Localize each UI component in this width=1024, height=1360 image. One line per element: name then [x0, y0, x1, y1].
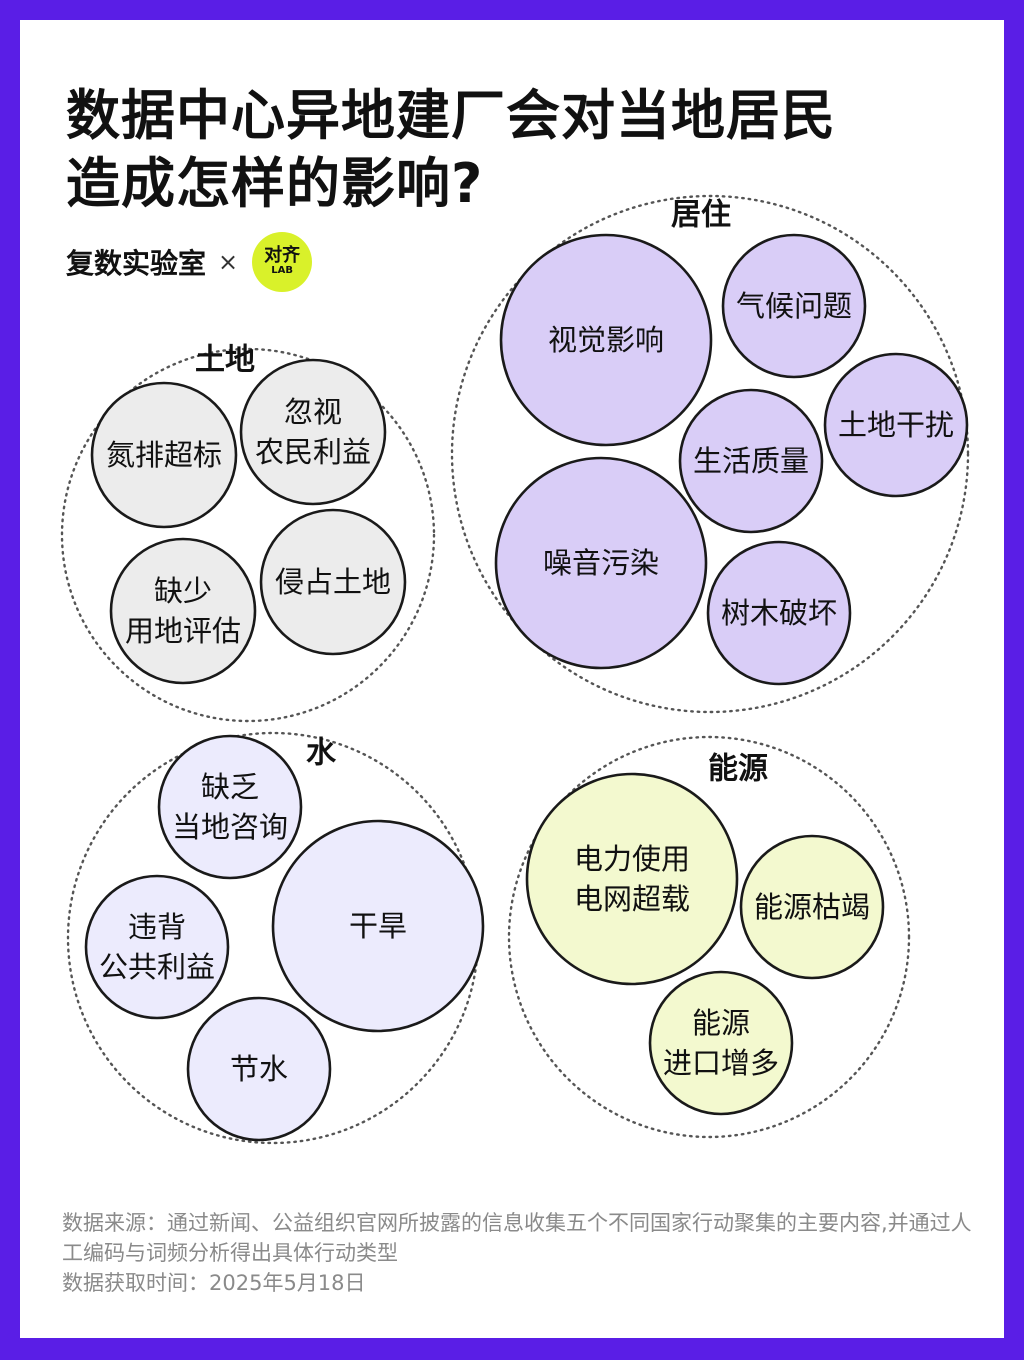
bubble-circle: [157, 734, 303, 880]
bubble-label: 树木破坏: [721, 596, 837, 630]
bubble: 噪音污染: [494, 456, 708, 670]
bubble-circle: [84, 874, 230, 1020]
bubble-circle: [259, 508, 407, 656]
bubble-label: 缺乏: [201, 770, 259, 804]
group-boundary: [60, 347, 436, 723]
bubble-label: 缺少: [154, 574, 212, 608]
bubble: 生活质量: [678, 388, 824, 534]
bubble: 气候问题: [721, 233, 867, 379]
group-boundary: [507, 735, 911, 1139]
bubble-circle: [721, 233, 867, 379]
bubble: 干旱: [271, 819, 485, 1033]
group-label: 能源: [708, 752, 768, 787]
group-label: 水: [306, 736, 337, 771]
title-line-2: 造成怎样的影响?: [66, 152, 484, 215]
bubble-label: 生活质量: [693, 444, 809, 478]
group-boundary: [450, 194, 970, 714]
bubble-circle: [823, 352, 969, 498]
bubble: 能源枯竭: [739, 834, 885, 980]
bubble-label: 能源枯竭: [754, 890, 870, 924]
bubble-label: 干旱: [349, 909, 407, 943]
lab-logo-main: 对齐: [264, 245, 301, 266]
group-label: 土地: [195, 343, 255, 378]
bubble-diagram: 氮排超标忽视农民利益缺少用地评估侵占土地土地视觉影响气候问题土地干扰生活质量噪音…: [60, 194, 970, 1145]
bubble-label: 违背: [128, 910, 186, 944]
bubble-circle: [494, 456, 708, 670]
bubble-label: 忽视: [284, 395, 342, 429]
group-label: 居住: [671, 198, 731, 233]
page-title: 数据中心异地建厂会对当地居民 造成怎样的影响?: [66, 82, 966, 218]
bubble-circle: [109, 537, 257, 685]
bubble-label: 当地咨询: [172, 810, 288, 844]
footer-date: 数据获取时间：2025年5月18日: [62, 1271, 366, 1295]
bubble-label: 土地干扰: [838, 408, 954, 442]
bubble-label: 用地评估: [125, 614, 241, 648]
bubble-circle: [648, 970, 794, 1116]
poster-frame: 数据中心异地建厂会对当地居民 造成怎样的影响? 复数实验室 × 对齐 LAB 氮…: [20, 20, 1004, 1338]
bubble-label: 侵占土地: [275, 565, 391, 599]
bubble: 节水: [186, 996, 332, 1142]
bubble-circle: [678, 388, 824, 534]
bubble: 侵占土地: [259, 508, 407, 656]
bubble-label: 噪音污染: [543, 546, 659, 580]
footer: 数据来源：通过新闻、公益组织官网所披露的信息收集五个不同国家行动聚集的主要内容,…: [62, 1208, 982, 1298]
bubble-label: 节水: [230, 1052, 288, 1086]
bubble-label: 能源: [692, 1006, 750, 1040]
bubble-circle: [271, 819, 485, 1033]
bubble-circle: [525, 772, 739, 986]
title-line-1: 数据中心异地建厂会对当地居民: [66, 84, 836, 147]
bubble-label: 农民利益: [255, 435, 371, 469]
times-sign: ×: [218, 248, 239, 276]
byline: 复数实验室 × 对齐 LAB: [66, 232, 313, 292]
bubble-label: 公共利益: [99, 950, 215, 984]
bubble: 树木破坏: [706, 540, 852, 686]
bubble-label: 气候问题: [736, 289, 852, 323]
bubble-circle: [239, 358, 387, 506]
bubble: 视觉影响: [499, 233, 713, 447]
bubble-circle: [739, 834, 885, 980]
group-3: 电力使用电网超载能源枯竭能源进口增多能源: [507, 735, 911, 1139]
footer-source: 数据来源：通过新闻、公益组织官网所披露的信息收集五个不同国家行动聚集的主要内容,…: [62, 1211, 972, 1265]
bubble: 土地干扰: [823, 352, 969, 498]
lab-logo-sub: LAB: [271, 265, 293, 276]
bubble-circle: [90, 381, 238, 529]
bubble-label: 进口增多: [663, 1046, 779, 1080]
bubble-label: 电网超载: [574, 882, 690, 916]
bubble: 氮排超标: [90, 381, 238, 529]
bubble-label: 氮排超标: [106, 438, 222, 472]
lab-logo: 对齐 LAB: [252, 232, 313, 292]
bubble-label: 电力使用: [574, 842, 690, 876]
org-name: 复数实验室: [66, 247, 207, 280]
bubble-circle: [499, 233, 713, 447]
bubble-circle: [706, 540, 852, 686]
bubble-circle: [186, 996, 332, 1142]
bubble-label: 视觉影响: [548, 323, 664, 357]
